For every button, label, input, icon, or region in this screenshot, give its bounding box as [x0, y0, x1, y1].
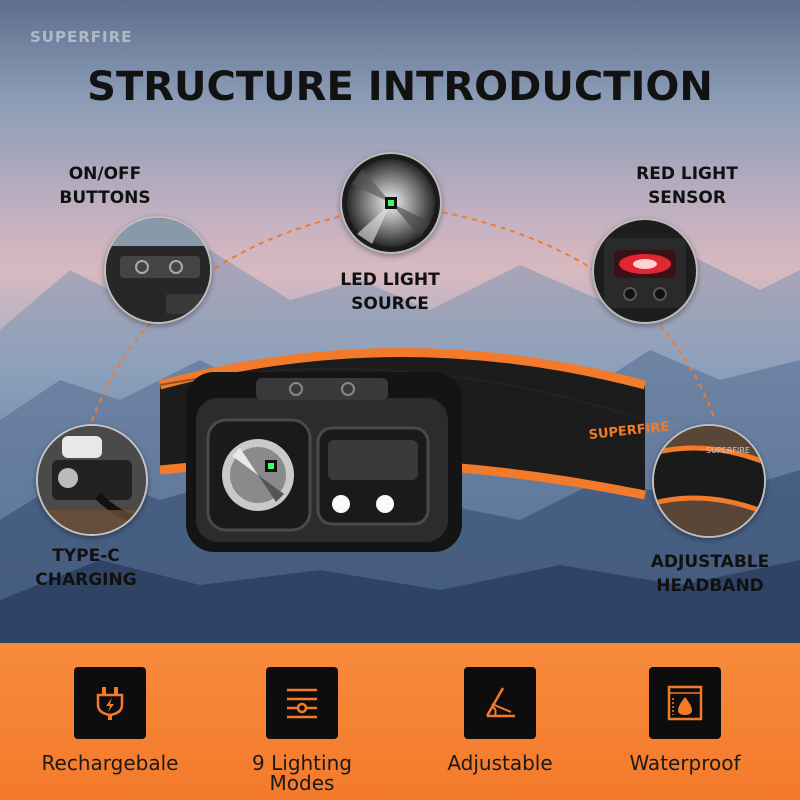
- headband-brand-text: SUPERFIRE: [706, 446, 750, 455]
- usb-c-cable-icon: [38, 426, 146, 534]
- label-line: SOURCE: [351, 294, 429, 314]
- feature-lighting-modes: 9 Lighting Modes: [217, 667, 387, 793]
- label-red-light-sensor: RED LIGHT SENSOR: [622, 162, 752, 210]
- headlamp-product-image: [158, 348, 647, 552]
- type-c-charging-closeup: [36, 424, 148, 536]
- feature-label: 9 Lighting Modes: [217, 753, 387, 793]
- watermark-logo: SUPERFIRE: [30, 28, 133, 46]
- label-line: LED LIGHT: [340, 270, 440, 290]
- on-off-buttons-closeup: [104, 216, 212, 324]
- label-adjustable-headband: ADJUSTABLE HEADBAND: [640, 550, 780, 598]
- feature-adjustable: Adjustable: [415, 667, 585, 773]
- red-light-sensor-closeup: [592, 218, 698, 324]
- feature-label-line: Modes: [269, 771, 335, 795]
- label-led-light-source: LED LIGHT SOURCE: [320, 268, 460, 316]
- label-line: BUTTONS: [59, 188, 151, 208]
- label-line: SENSOR: [648, 188, 726, 208]
- label-line: ON/OFF: [68, 164, 142, 184]
- page-title: STRUCTURE INTRODUCTION: [87, 64, 713, 110]
- red-sensor-icon: [604, 238, 686, 308]
- label-line: ADJUSTABLE: [650, 552, 770, 572]
- feature-label-line: 9 Lighting: [252, 751, 352, 775]
- features-bar: Rechargebale 9 Lighting Modes: [0, 643, 800, 800]
- feature-label: Waterproof: [629, 751, 741, 775]
- label-line: CHARGING: [35, 570, 137, 590]
- adjustable-headband-closeup: SUPERFIRE: [652, 424, 766, 538]
- label-on-off-buttons: ON/OFF BUTTONS: [40, 162, 170, 210]
- feature-label: Adjustable: [447, 751, 553, 775]
- feature-label: Rechargebale: [41, 751, 179, 775]
- plug-charging-icon: [74, 667, 146, 739]
- label-line: HEADBAND: [656, 576, 764, 596]
- feature-rechargeable: Rechargebale: [25, 667, 195, 773]
- angle-icon: [464, 667, 536, 739]
- label-type-c-charging: TYPE-C CHARGING: [26, 544, 146, 592]
- label-line: TYPE-C: [52, 546, 120, 566]
- water-drop-icon: [649, 667, 721, 739]
- led-light-source-closeup: [340, 152, 442, 254]
- sliders-icon: [266, 667, 338, 739]
- led-lens-icon: [347, 159, 435, 247]
- label-line: RED LIGHT: [636, 164, 738, 184]
- feature-waterproof: Waterproof: [600, 667, 770, 773]
- headband-strap-icon: [654, 426, 764, 536]
